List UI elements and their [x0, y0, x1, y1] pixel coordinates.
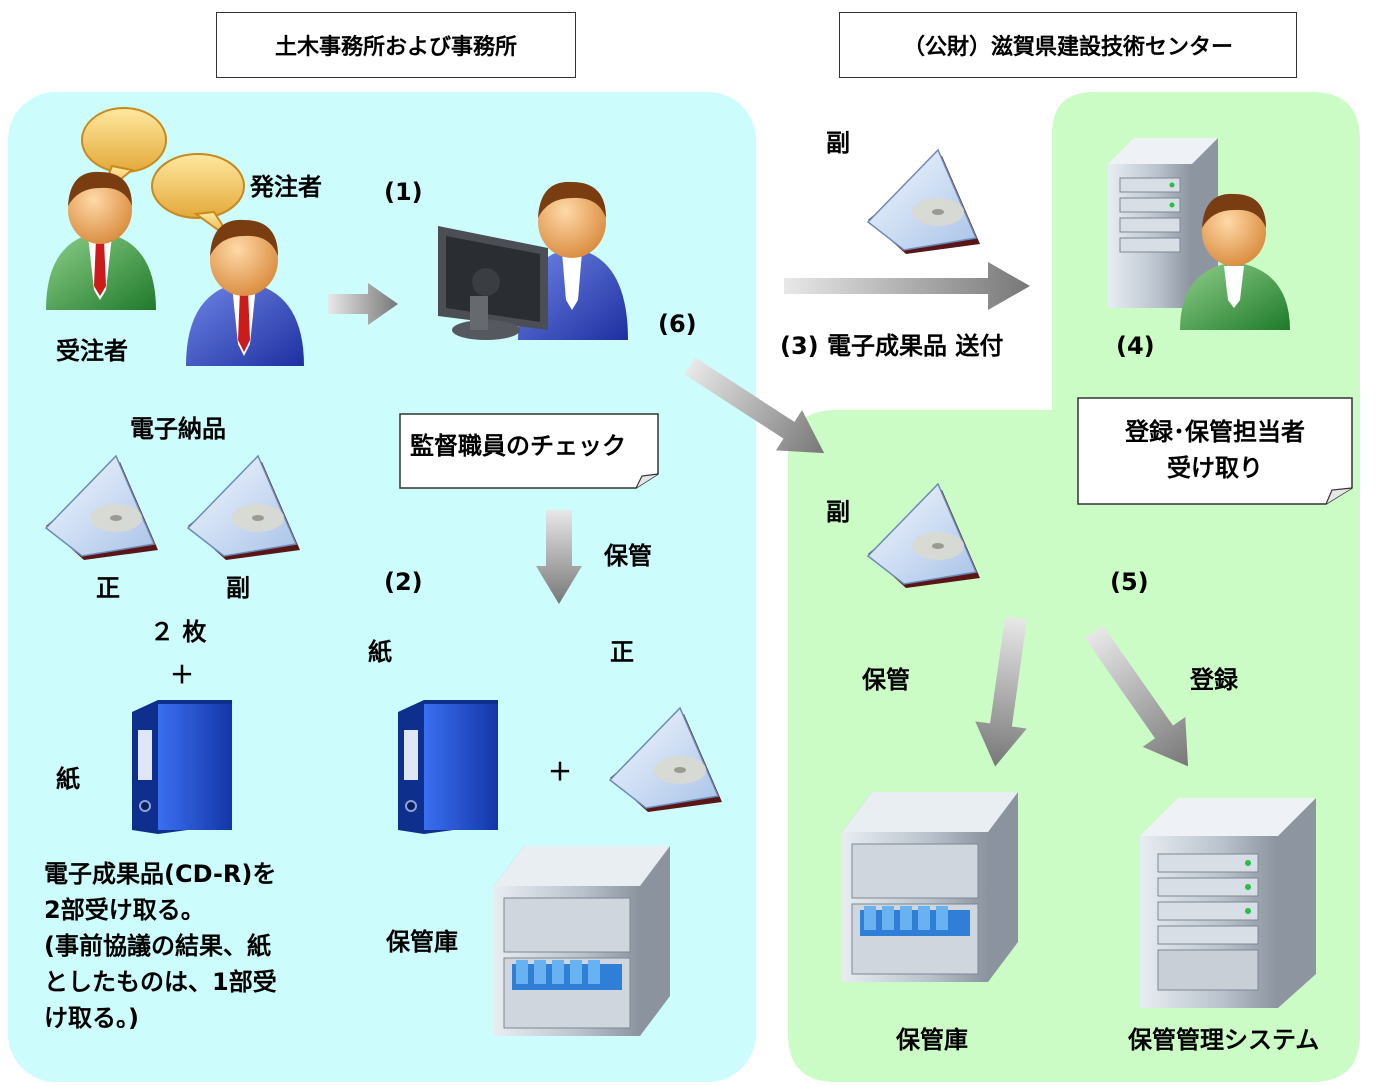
cd-case-icon [866, 148, 980, 254]
supervisor-check-label: 監督職員のチェック [410, 432, 626, 460]
arrow-icon [1084, 625, 1189, 767]
receiver-box [1077, 397, 1353, 505]
plus-label: ＋ [170, 661, 194, 689]
cd-case-icon [186, 454, 300, 560]
storage-label: 保管 [604, 542, 652, 570]
step-2-label: (2) [384, 568, 423, 596]
cd-case-icon [866, 482, 980, 588]
note-line: 2部受け取る。 [44, 896, 205, 924]
supervisor-check-box [399, 413, 659, 489]
storage-label: 保管 [862, 666, 910, 694]
note-line: としたものは、1部受 [44, 968, 277, 996]
note-line: (事前協議の結果、紙 [44, 932, 271, 960]
step-5-label: (5) [1110, 568, 1149, 596]
two-sheets-label: ２ 枚 [150, 618, 207, 646]
receiver-label: 登録･保管担当者 受け取り [1078, 414, 1352, 486]
delivery-note: 電子成果品(CD-R)を 2部受け取る。 (事前協議の結果、紙 としたものは、1… [44, 856, 277, 1036]
receiver-line: 登録･保管担当者 [1125, 418, 1305, 446]
register-label: 登録 [1190, 666, 1238, 694]
note-line: 電子成果品(CD-R)を [44, 860, 277, 888]
binder-icon [132, 700, 232, 834]
step-6-label: (6) [658, 310, 697, 338]
arrow-icon [536, 510, 582, 604]
step-4-label: (4) [1116, 332, 1155, 360]
arrow-icon [975, 616, 1027, 767]
person-icon [46, 171, 156, 310]
cabinet-icon [842, 792, 1018, 982]
computer-user-icon [438, 181, 628, 340]
copy-label: 副 [826, 129, 850, 157]
arrow-icon [684, 357, 825, 454]
arrow-icon [328, 283, 398, 325]
original-label: 正 [610, 638, 634, 666]
center-header: （公財）滋賀県建設技術センター [839, 12, 1297, 78]
note-line: け取る。) [44, 1004, 139, 1032]
arrow-icon [784, 262, 1030, 310]
cabinet-icon [494, 846, 670, 1036]
receiver-line: 受け取り [1167, 454, 1263, 482]
client-label: 発注者 [250, 173, 322, 201]
plus-label: ＋ [548, 758, 572, 786]
binder-icon [398, 700, 498, 834]
contractor-label: 受注者 [56, 337, 128, 365]
cabinet-label: 保管庫 [386, 928, 458, 956]
server-icon [1140, 798, 1316, 1008]
electronic-delivery-label: 電子納品 [130, 415, 226, 443]
paper-label: 紙 [56, 765, 80, 793]
cabinet-label: 保管庫 [896, 1026, 968, 1054]
cd-case-icon [44, 454, 158, 560]
step-3-label: (3) 電子成果品 送付 [780, 332, 1004, 360]
person-icon [1180, 193, 1290, 330]
person-icon [186, 219, 304, 366]
cd-case-icon [608, 706, 722, 812]
system-label: 保管管理システム [1128, 1026, 1320, 1054]
paper-label: 紙 [368, 638, 392, 666]
step-1-label: (1) [384, 178, 423, 206]
copy-label: 副 [826, 498, 850, 526]
office-header: 土木事務所および事務所 [216, 12, 576, 78]
copy-label: 副 [226, 574, 250, 602]
original-label: 正 [96, 574, 120, 602]
